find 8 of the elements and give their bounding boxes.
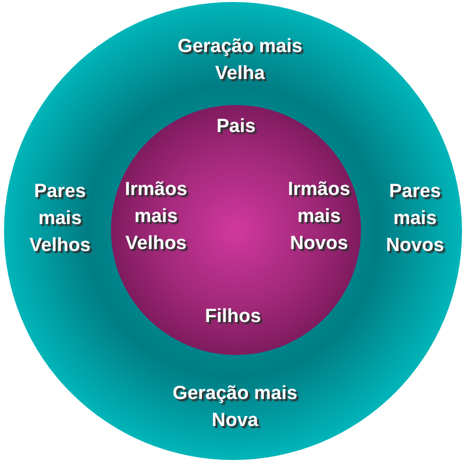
- circle-label: Pares mais Velhos: [28, 180, 92, 258]
- circle-label: Irmãos mais Velhos: [124, 178, 188, 256]
- circle-label: Pais: [215, 115, 257, 139]
- circle-label: Irmãos mais Novos: [286, 178, 352, 256]
- circle-label: Filhos: [204, 305, 262, 329]
- circle-label: Geração mais Nova: [172, 382, 298, 433]
- circle-label: Geração mais Velha: [176, 35, 304, 86]
- circle-label: Pares mais Novos: [384, 180, 446, 258]
